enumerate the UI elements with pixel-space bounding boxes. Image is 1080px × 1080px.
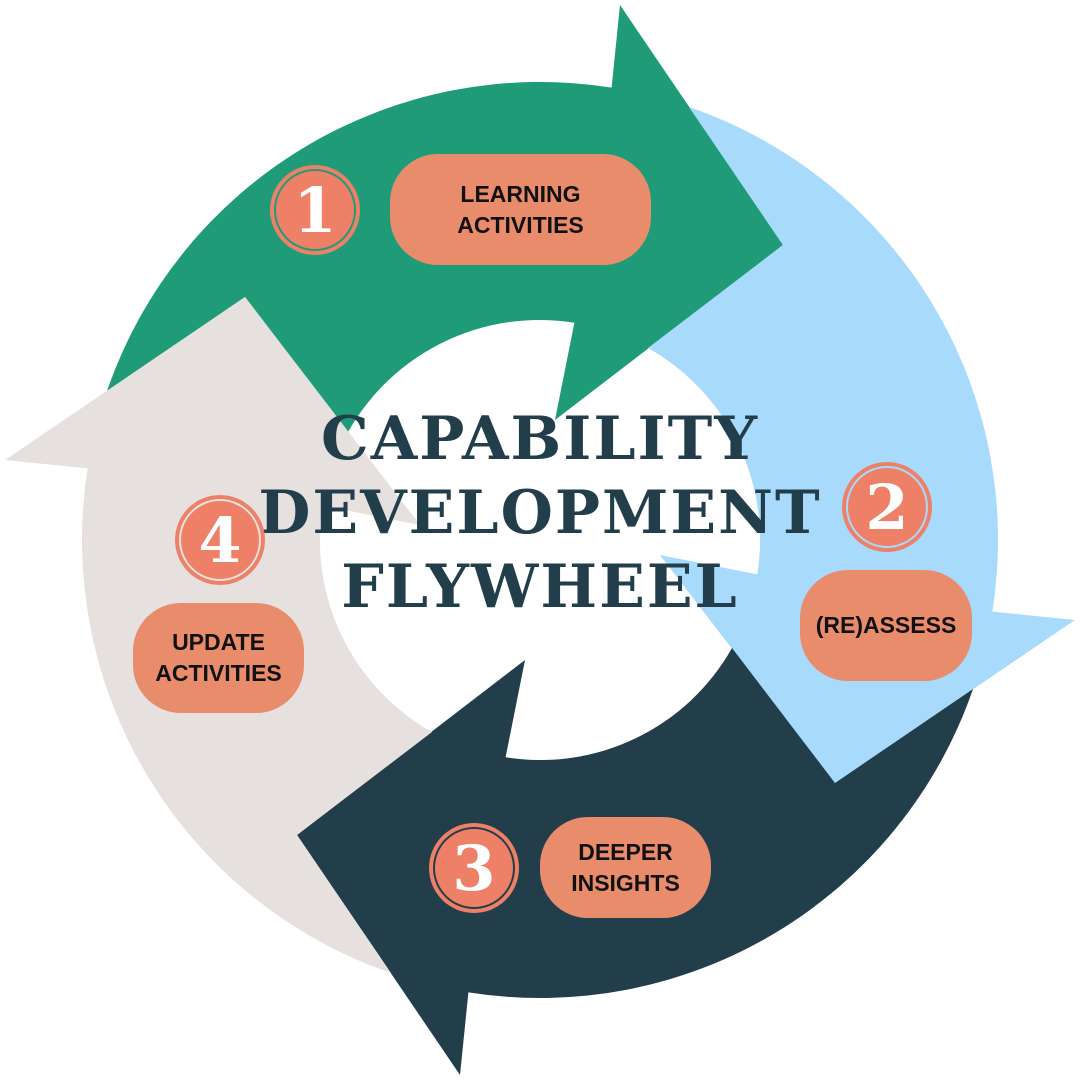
step-1-number-badge: 1 xyxy=(270,165,360,255)
step-number: 4 xyxy=(198,504,242,577)
title-line-3: FLYWHEEL xyxy=(341,552,739,622)
step-1-label-pill: LEARNING ACTIVITIES xyxy=(390,154,651,265)
step-4-label-pill: UPDATE ACTIVITIES xyxy=(133,603,304,713)
step-number: 2 xyxy=(865,471,909,544)
step-number: 1 xyxy=(293,174,337,247)
title-line-2: DEVELOPMENT xyxy=(258,478,822,548)
step-4-number-badge: 4 xyxy=(175,495,265,585)
step-3-number-badge: 3 xyxy=(429,823,519,913)
badge-ring xyxy=(179,499,261,581)
step-2-number-badge: 2 xyxy=(842,462,932,552)
step-3-label-pill: DEEPER INSIGHTS xyxy=(540,817,711,918)
badge-ring xyxy=(433,827,515,909)
title-line-1: CAPABILITY xyxy=(320,404,760,474)
badge-ring xyxy=(846,466,928,548)
step-2-label-pill: (RE)ASSESS xyxy=(800,570,972,681)
diagram-title: CAPABILITY DEVELOPMENT FLYWHEEL xyxy=(240,402,840,624)
badge-ring xyxy=(274,169,356,251)
step-number: 3 xyxy=(452,832,496,905)
